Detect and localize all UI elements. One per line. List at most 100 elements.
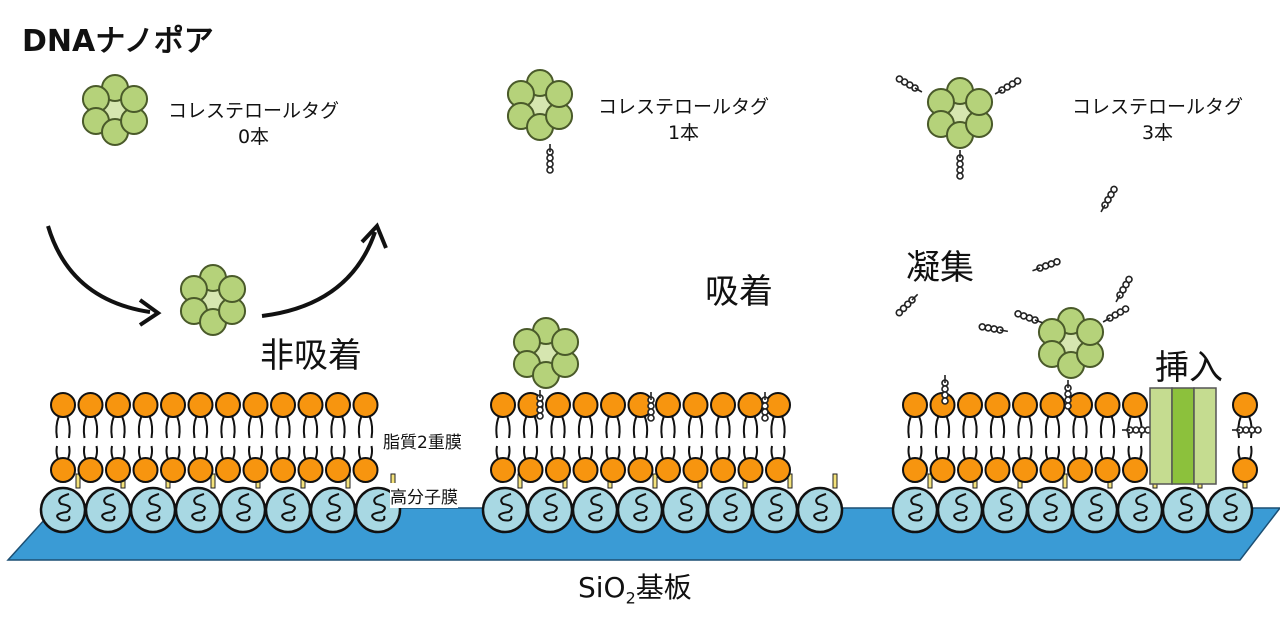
lipid-tail-top <box>137 415 154 439</box>
lipid-pair <box>572 392 599 483</box>
polymer-chain <box>1178 493 1193 522</box>
polymer-globule <box>706 473 754 534</box>
lipid-head-top <box>242 392 269 418</box>
cholesterol-ring <box>1013 77 1022 85</box>
lipid-head-bottom <box>765 457 791 483</box>
lipid-head-bottom <box>1039 457 1066 483</box>
lipid-pair <box>50 392 76 483</box>
lipid-head-bottom <box>655 457 681 483</box>
lipid-head-top <box>710 392 736 418</box>
cholesterol-tag <box>1122 426 1152 434</box>
lipid-head-bottom <box>325 457 351 483</box>
cholesterol-ring <box>1064 390 1072 398</box>
pore-helix <box>218 275 247 303</box>
pore-helix <box>120 85 149 113</box>
cholesterol-ring <box>647 402 655 410</box>
cholesterol-tag <box>546 144 554 174</box>
polymer-chain <box>813 493 828 522</box>
cholesterol-ring <box>956 160 964 168</box>
lipid-pair <box>1039 392 1066 483</box>
lipid-pair <box>352 392 379 483</box>
lipid-pair <box>710 392 736 483</box>
lipid-tail-top <box>330 415 346 439</box>
nanopore-3-tags <box>926 77 994 149</box>
polymer-chain <box>326 493 341 522</box>
polymer-chain <box>281 493 296 522</box>
lipid-tail-top <box>275 415 291 439</box>
cholesterol-ring <box>546 166 554 174</box>
polymer-chain <box>1223 493 1238 522</box>
polymer-chain <box>1133 493 1148 522</box>
lipid-pair <box>929 392 956 483</box>
lipid-head-top <box>572 392 599 418</box>
lipid-head-top <box>50 392 76 418</box>
lipid-pair <box>655 392 681 483</box>
lipid-head-bottom <box>737 457 764 483</box>
cholesterol-ring <box>1132 426 1140 434</box>
polymer-circle <box>219 486 267 534</box>
polymer-chain <box>101 493 116 522</box>
pore-helix <box>551 328 580 356</box>
lipid-head-bottom <box>929 457 956 483</box>
arrowhead-in-icon <box>138 298 162 327</box>
cholesterol-ring <box>956 172 964 180</box>
lipid-pair <box>1122 392 1148 483</box>
cholesterol-linker <box>1115 294 1121 303</box>
polymer-circle <box>981 486 1029 534</box>
polymer-globule <box>309 473 357 534</box>
lipid-pair <box>627 392 654 483</box>
cholesterol-tag <box>761 392 769 422</box>
polymer-chain <box>678 493 693 522</box>
polymer-chain <box>236 493 251 522</box>
cholesterol-ring <box>978 323 987 331</box>
polymer-globule <box>481 473 529 534</box>
cholesterol-ring <box>1064 402 1072 410</box>
polymer-chain <box>998 493 1013 522</box>
lipid-head-bottom <box>77 457 104 483</box>
cholesterol-tag <box>1014 310 1043 324</box>
diagram-title: DNAナノポア <box>22 24 214 59</box>
cholesterol-ring <box>956 166 964 174</box>
polymer-globule <box>354 473 402 534</box>
lipid-head-bottom <box>984 457 1011 483</box>
lipid-pair <box>325 392 351 483</box>
lipid-head-bottom <box>490 457 516 483</box>
arrow-out <box>261 231 377 318</box>
polymer-chain <box>633 493 648 522</box>
cholesterol-ring <box>1242 426 1250 434</box>
lipid-pair <box>105 392 131 483</box>
polymer-circle <box>1026 486 1074 534</box>
polymer-circle <box>661 486 709 534</box>
polymer-circle <box>1116 486 1164 534</box>
lipid-tail-top <box>522 415 539 439</box>
channel-stave <box>1171 387 1195 485</box>
polymer-circle <box>1206 486 1254 534</box>
lipid-head-bottom <box>352 457 379 483</box>
polymer-circle <box>264 486 312 534</box>
cholesterol-linker <box>1102 317 1111 323</box>
cholesterol-tag <box>895 293 919 317</box>
lipid-head-bottom <box>270 457 296 483</box>
arrowhead-out-icon <box>360 222 388 249</box>
lipid-tail-top <box>770 415 786 439</box>
polymer-circle <box>174 486 222 534</box>
lipid-head-top <box>1039 392 1066 418</box>
cholesterol-tag <box>1115 275 1133 303</box>
cholesterol-ring <box>1254 426 1262 434</box>
polymer-circle <box>936 486 984 534</box>
lipid-head-top <box>187 392 214 418</box>
cholesterol-ring <box>1014 310 1022 318</box>
lipid-tail-top <box>110 415 126 439</box>
lipid-head-top <box>1232 392 1258 418</box>
polymer-chain <box>1088 493 1103 522</box>
lipid-pair <box>1094 392 1121 483</box>
lipid-pair <box>187 392 214 483</box>
lipid-tail-top <box>632 415 649 439</box>
lipid-head-top <box>297 392 324 418</box>
cholesterol-ring <box>536 400 544 408</box>
cholesterol-ring <box>546 154 554 162</box>
polymer-linker <box>210 473 216 489</box>
cholesterol-ring <box>647 408 655 416</box>
